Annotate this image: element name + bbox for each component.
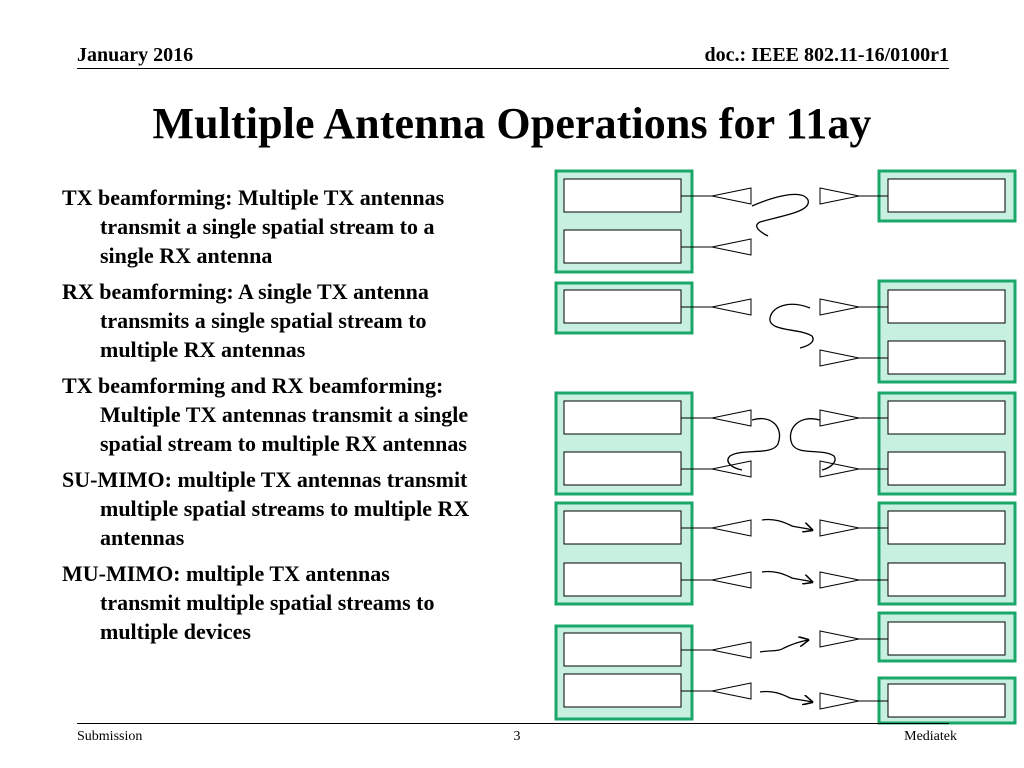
rx-antenna-icon [819, 187, 860, 205]
tx-antenna-icon [711, 298, 752, 316]
slide-title: Multiple Antenna Operations for 11ay [152, 99, 872, 148]
tx-antenna-icon [711, 460, 752, 478]
tx-antenna-port-2 [563, 229, 682, 264]
rx-antenna-port-4 [887, 400, 1006, 435]
tx-antenna-icon [711, 682, 752, 700]
mu-mimo-stream-1 [759, 640, 808, 653]
rx-antenna-icon [819, 298, 860, 316]
tx-antenna-port-4 [563, 400, 682, 435]
bullet-tx-rx-beamforming: TX beamforming and RX beamforming:Multip… [62, 373, 469, 456]
rx-antenna-icon [819, 571, 860, 589]
rx-antenna-icon [819, 409, 860, 427]
txrx-beam-wave-left [727, 418, 781, 471]
su-mimo-stream-1 [761, 518, 812, 530]
rx-antenna-icon [819, 692, 860, 710]
rx-antenna-port-6 [887, 510, 1006, 545]
rx-antenna-port-9 [887, 683, 1006, 718]
mu-mimo-stream-2 [759, 690, 812, 702]
rx-antenna-icon [819, 460, 860, 478]
tx-antenna-icon [711, 238, 752, 256]
rx-beam-wave [769, 303, 814, 349]
footer-divider [77, 723, 949, 724]
tx-antenna-icon [711, 409, 752, 427]
header-divider [77, 68, 949, 69]
tx-antenna-port-5 [563, 451, 682, 486]
tx-antenna-port-3 [563, 289, 682, 324]
tx-antenna-icon [711, 571, 752, 589]
header-date: January 2016 [77, 44, 194, 66]
rx-antenna-icon [819, 630, 860, 648]
tx-antenna-port-9 [563, 673, 682, 708]
footer-page-number: 3 [513, 729, 521, 744]
rx-antenna-icon [819, 519, 860, 537]
footer-submission: Submission [77, 729, 143, 744]
rx-antenna-port-1 [887, 178, 1006, 213]
rx-antenna-port-5 [887, 451, 1006, 486]
rx-antenna-icon [819, 349, 860, 367]
rx-antenna-port-3 [887, 340, 1006, 375]
rx-antenna-port-2 [887, 289, 1006, 324]
tx-antenna-port-1 [563, 178, 682, 213]
tx-antenna-port-6 [563, 510, 682, 545]
tx-beam-wave [751, 193, 809, 237]
header-doc-id: doc.: IEEE 802.11-16/0100r1 [704, 44, 949, 66]
su-mimo-stream-2 [761, 570, 812, 582]
rx-antenna-port-8 [887, 621, 1006, 656]
footer-company: Mediatek [904, 729, 957, 744]
tx-antenna-port-8 [563, 632, 682, 667]
rx-antenna-port-7 [887, 562, 1006, 597]
txrx-beam-wave-right [789, 418, 836, 471]
tx-antenna-icon [711, 519, 752, 537]
tx-antenna-icon [711, 187, 752, 205]
antenna-diagram [554, 169, 1017, 725]
tx-antenna-port-7 [563, 562, 682, 597]
tx-antenna-icon [711, 641, 752, 659]
